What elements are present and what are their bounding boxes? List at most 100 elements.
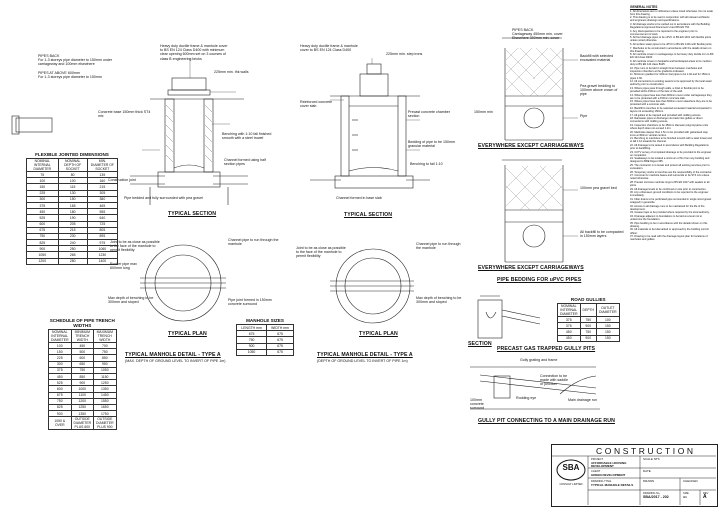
company-sub: CONSULT LIMITED bbox=[559, 482, 583, 486]
size-value: A1 bbox=[683, 494, 687, 499]
note-cover-mid: Heavy duty ductile frame & manhole cover… bbox=[300, 44, 359, 53]
drawn-label: DRAWN bbox=[643, 479, 655, 483]
note-bedding-bed: 100mm pea gravel bed bbox=[580, 186, 617, 190]
drawing-number-label: DRAWING No. bbox=[643, 492, 661, 495]
general-note-item: 16. Backfill to trenches to be selected … bbox=[630, 106, 712, 113]
general-note-item: 22. All drainage to be tested in accorda… bbox=[630, 143, 709, 151]
gully-table-row-cell: 450 bbox=[557, 334, 581, 342]
general-note-item: 26. Temporary works to trenches are the … bbox=[630, 170, 713, 174]
note-bedding-gravel: Pea gravel bedding to 100mm above crown … bbox=[580, 84, 619, 97]
general-note-item: 6. All surface water pipes to be uPVC to… bbox=[630, 43, 713, 47]
leader-lines bbox=[142, 58, 578, 237]
general-note-item: 29. All drainage levels to be confirmed … bbox=[630, 187, 707, 191]
note-bedding-left: Pipe bedded and fully surrounded with pe… bbox=[124, 196, 203, 200]
trench-footer-2: OUTSIDE DIAMETER PLUS 900 bbox=[93, 416, 117, 431]
general-note-item: 34. Drainage adjacent to foundations to … bbox=[630, 215, 702, 222]
section-left-hatch bbox=[165, 104, 213, 163]
note-chamber-mid: Precast concrete chamber section bbox=[408, 110, 451, 119]
general-note-item: 32. Access to all drainage runs to be ma… bbox=[630, 204, 705, 211]
pipe-notes-left: PIPES BACK For 1-3 storeys pipe diameter… bbox=[38, 54, 113, 80]
title-plan-left: TYPICAL PLAN bbox=[168, 331, 207, 337]
note-base-left: Concrete base 150mm thick ST4 mix bbox=[98, 110, 152, 119]
general-note-item: 7. Manholes to be constructed in accorda… bbox=[630, 46, 712, 53]
gully-header-1: DEPTH bbox=[579, 303, 598, 317]
rev-value: A bbox=[703, 493, 707, 500]
note-bedding-compact: All backfill to be compacted in 150mm la… bbox=[580, 230, 625, 239]
trench-header-1: MINIMUM TRENCH WIDTH bbox=[70, 329, 95, 343]
general-note-item: 21. Benching to manholes to be finished … bbox=[630, 137, 712, 144]
title-detail-left: TYPICAL MANHOLE DETAIL - TYPE A bbox=[125, 352, 221, 358]
title-section-left: TYPICAL SECTION bbox=[168, 211, 217, 217]
note-gully-main: Main drainage run bbox=[568, 398, 597, 402]
flex-header-2: MIN. DIAMETER OF SOCKET bbox=[86, 158, 119, 172]
trench-header-2: MAXIMUM TRENCH WIDTH bbox=[93, 329, 117, 343]
drawn-cell: DRAWN bbox=[643, 479, 655, 484]
trench-width-table: SCHEDULE OF PIPE TRENCH WIDTHS NOMINAL I… bbox=[48, 318, 117, 431]
project-label: PROJECT bbox=[591, 458, 604, 461]
gully-table-row-cell: 900 bbox=[579, 334, 598, 342]
client-label: CLIENT bbox=[591, 470, 601, 473]
trench-table-footer-row: 1050 & OVER OUTSIDE DIAMETER PLUS 600 OU… bbox=[48, 416, 117, 431]
note-channel-left: Channel formed using half section pipes bbox=[224, 158, 267, 167]
project-value: AFFORDABLE HOUSING DEVELOPMENT bbox=[591, 460, 627, 469]
note-cover-left: Heavy duty ductile frame & manhole cover… bbox=[160, 44, 229, 61]
general-note-item: 15. Where pipes have less than 600mm cov… bbox=[630, 100, 712, 107]
general-note-item: 18. Rainwater pipes to discharge into ba… bbox=[630, 117, 703, 124]
scale-label: SCALE bbox=[643, 457, 653, 461]
section-mid-drawing bbox=[310, 63, 430, 189]
gully-section-drawing bbox=[477, 295, 541, 339]
size-label: SIZE bbox=[683, 492, 689, 495]
title-precast-gully: PRECAST GAS TRAPPED GULLY PITS bbox=[497, 346, 596, 352]
gully-header-0: NOMINAL INTERNAL DIAMETER bbox=[557, 303, 581, 317]
note-joint-left: Construction joint bbox=[108, 178, 136, 182]
flex-table-title: FLEXIBLE JOINTED DIMENSIONS bbox=[35, 152, 109, 157]
general-note-item: 10. Pipe runs to be laid in straight lin… bbox=[630, 66, 703, 73]
manhole-table-row-cell: 675 bbox=[266, 348, 294, 356]
note-walls-left: 225mm min. thk walls bbox=[214, 70, 249, 74]
general-note-item: 17. All gullies to be trapped and provid… bbox=[630, 113, 702, 117]
general-note-item: 36. All materials to be kitemarked or ap… bbox=[630, 228, 709, 235]
pipe-notes-right: PIPES BACK Carriageway 450mm min. cover … bbox=[512, 28, 563, 41]
title-section-mid: TYPICAL SECTION bbox=[344, 212, 393, 218]
flex-header-1: NOMINAL DEPTH OF SOCKET bbox=[57, 158, 88, 172]
gully-table-row-cell: 150 bbox=[596, 334, 620, 342]
company-logo-icon bbox=[556, 459, 586, 481]
general-note-item: 1. All dimensions are in millimetres unl… bbox=[630, 9, 713, 16]
subtitle-detail-mid: (DEPTH OF GROUND LEVEL TO INVERT OF PIPE… bbox=[317, 359, 408, 363]
note-plan-benching-left: Max depth of benching to be 300mm and sl… bbox=[108, 296, 155, 305]
project-cell: PROJECT AFFORDABLE HOUSING DEVELOPMENT bbox=[591, 458, 641, 469]
general-notes-heading: GENERAL NOTES bbox=[630, 5, 658, 9]
note-bedding-backfill: Backfill with selected excavated materia… bbox=[580, 54, 615, 63]
trench-table-header-row: NOMINAL INTERNAL DIAMETER MINIMUM TRENCH… bbox=[48, 329, 117, 343]
note-plan-channel-mid: Channel pipe to run through the manhole bbox=[416, 242, 462, 251]
manhole-table-row-cell: 1050 bbox=[235, 348, 268, 356]
company-name: SBA bbox=[562, 463, 580, 472]
note-plan-benching-mid: Max depth of benching to be 300mm and sl… bbox=[416, 296, 463, 305]
sheet-status: CONSTRUCTION bbox=[596, 446, 696, 456]
note-steps-mid: 225mm min. step irons bbox=[386, 52, 423, 56]
checked-cell: CHECKED bbox=[683, 479, 698, 484]
flex-header-0: NOMINAL INTERNAL DIAMETER bbox=[26, 158, 59, 172]
scale-value: NTS bbox=[653, 457, 660, 461]
general-note-item: 35. Pipe bedding to be in accordance wit… bbox=[630, 221, 708, 228]
date-label: DATE bbox=[643, 469, 651, 473]
general-note-item: 23. CCTV survey of completed drainage to… bbox=[630, 150, 712, 157]
note-plan-joint-mid: Joint to be as close as possible to the … bbox=[296, 246, 347, 259]
drawing-title-label: DRAWING TITLE bbox=[591, 480, 612, 483]
general-note-item: 9. All manhole covers in footpaths and l… bbox=[630, 60, 712, 67]
note-bedding-pipe: Pipe bbox=[580, 114, 588, 118]
bedding-top-hatch bbox=[505, 47, 563, 97]
gully-pit-drawing bbox=[470, 366, 600, 410]
pipe-socket-sketch bbox=[11, 115, 53, 135]
note-benching-left: Benching with 1:10 fall finished smooth … bbox=[222, 132, 273, 141]
flex-joint-table: FLEXIBLE JOINTED DIMENSIONS NOMINAL INTE… bbox=[26, 152, 119, 265]
title-block: SBA CONSULT LIMITED PROJECT AFFORDABLE H… bbox=[551, 444, 718, 507]
client-value: GREEN DEVELOPMENT bbox=[591, 472, 626, 477]
title-carriageway-top: EVERYWHERE EXCEPT CARRIAGEWAYS bbox=[478, 143, 584, 149]
general-note-item: 5. All foul drainage pipes to be uPVC to… bbox=[630, 36, 712, 43]
